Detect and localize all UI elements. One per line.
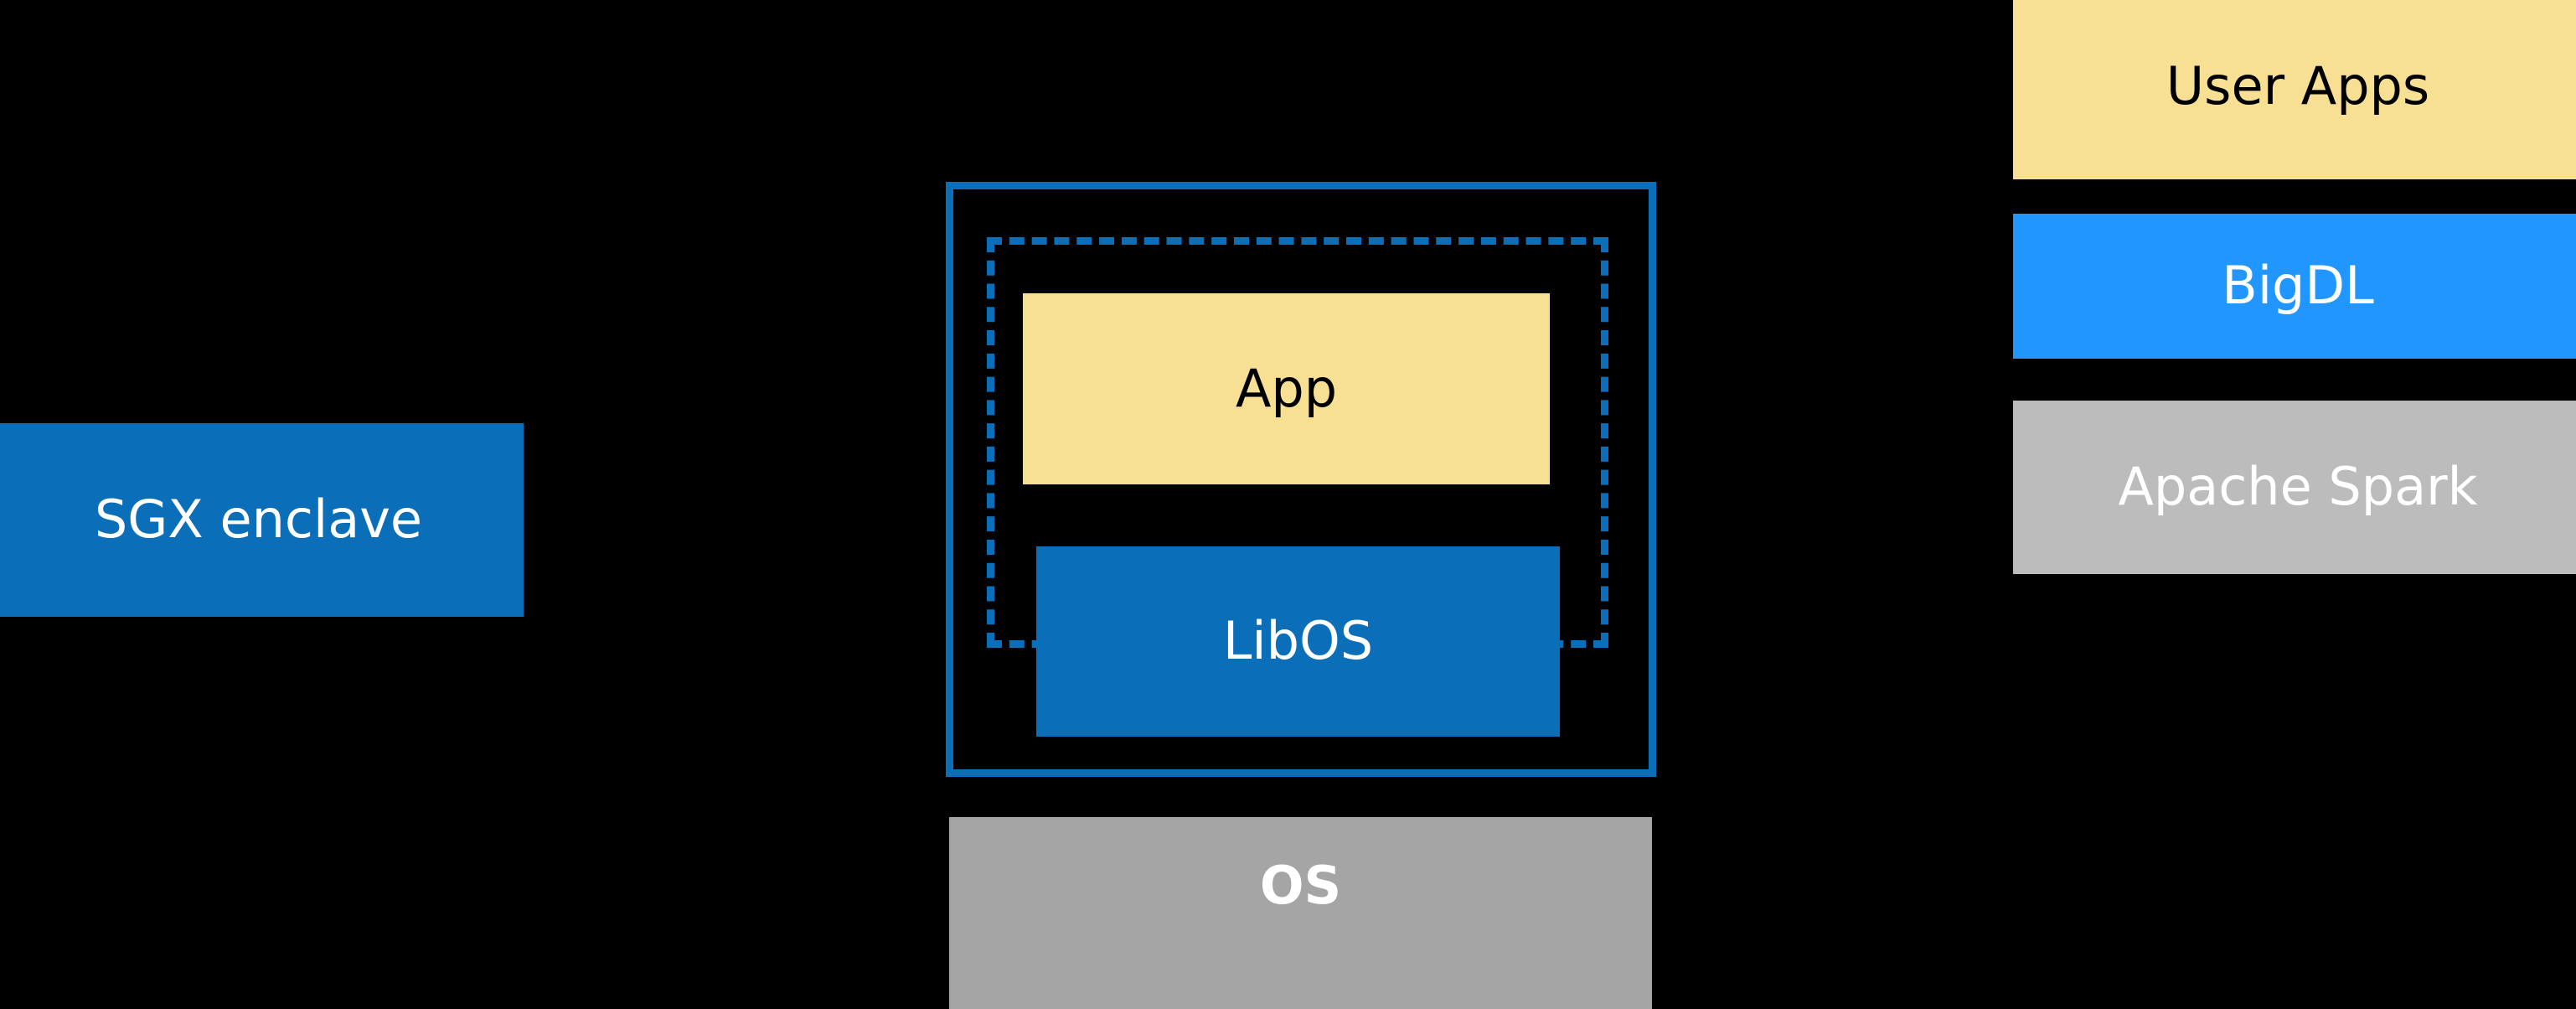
app-box[interactable]: App <box>1023 293 1550 484</box>
sgx-enclave-box[interactable]: SGX enclave <box>0 423 524 617</box>
apache-spark-box[interactable]: Apache Spark <box>2013 401 2576 574</box>
bigdl-box[interactable]: BigDL <box>2013 214 2576 359</box>
libos-box[interactable]: LibOS <box>1036 546 1560 737</box>
os-box[interactable]: OS <box>949 817 1652 1009</box>
libos-label: LibOS <box>1222 610 1374 672</box>
os-label: OS <box>1259 855 1342 916</box>
app-label: App <box>1235 357 1338 419</box>
user-apps-label: User Apps <box>2166 54 2430 116</box>
enclave-outer-frame <box>946 182 1656 777</box>
apache-spark-label: Apache Spark <box>2118 456 2478 518</box>
sgx-enclave-label: SGX enclave <box>94 489 423 551</box>
user-apps-box[interactable]: User Apps <box>2013 0 2576 179</box>
bigdl-label: BigDL <box>2222 255 2374 317</box>
